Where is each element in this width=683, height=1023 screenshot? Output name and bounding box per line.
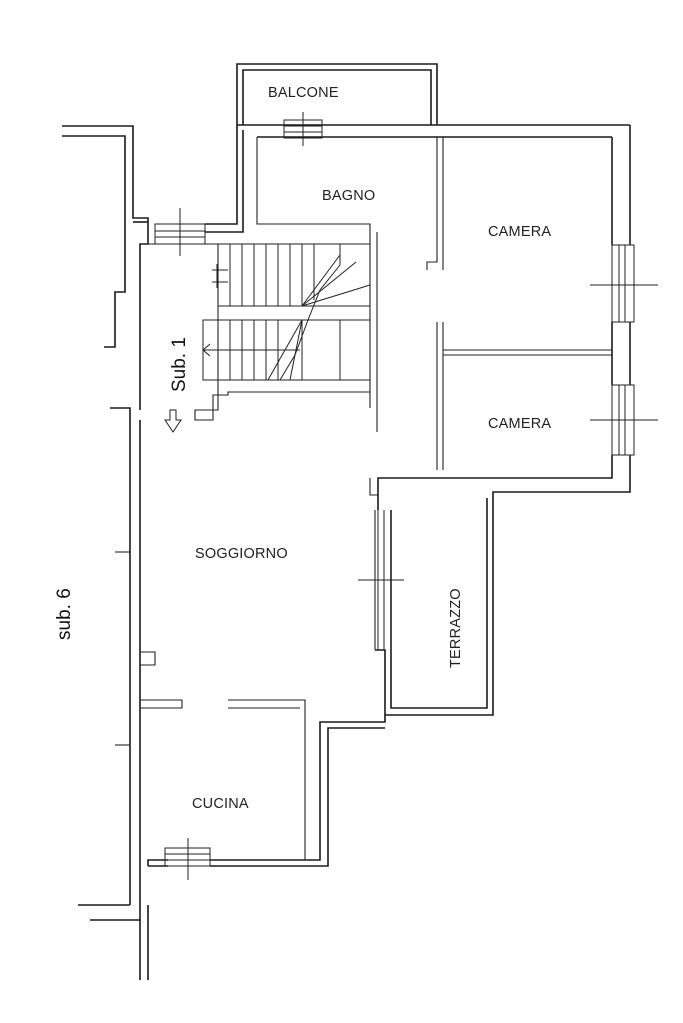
staircase [202, 243, 371, 381]
label-balcone: BALCONE [268, 85, 339, 101]
label-terrazzo: TERRAZZO [448, 588, 464, 668]
window-stairwell [154, 208, 206, 256]
windows [154, 112, 658, 880]
label-bagno: BAGNO [322, 188, 375, 204]
neighbor-walls [62, 125, 149, 348]
label-sub6: sub. 6 [54, 588, 75, 640]
window-camera-mid [590, 384, 658, 456]
exterior-walls [78, 63, 631, 980]
label-camera-mid: CAMERA [488, 416, 551, 432]
window-camera-top [590, 244, 658, 323]
window-balcone [283, 112, 323, 146]
window-cucina [164, 838, 211, 880]
window-soggiorno [358, 510, 404, 650]
label-camera-top: CAMERA [488, 224, 551, 240]
label-soggiorno: SOGGIORNO [195, 546, 288, 562]
label-sub1: Sub. 1 [169, 337, 190, 392]
label-cucina: CUCINA [192, 796, 249, 812]
interior-walls [115, 137, 612, 860]
entry-arrow-icon [164, 409, 182, 433]
